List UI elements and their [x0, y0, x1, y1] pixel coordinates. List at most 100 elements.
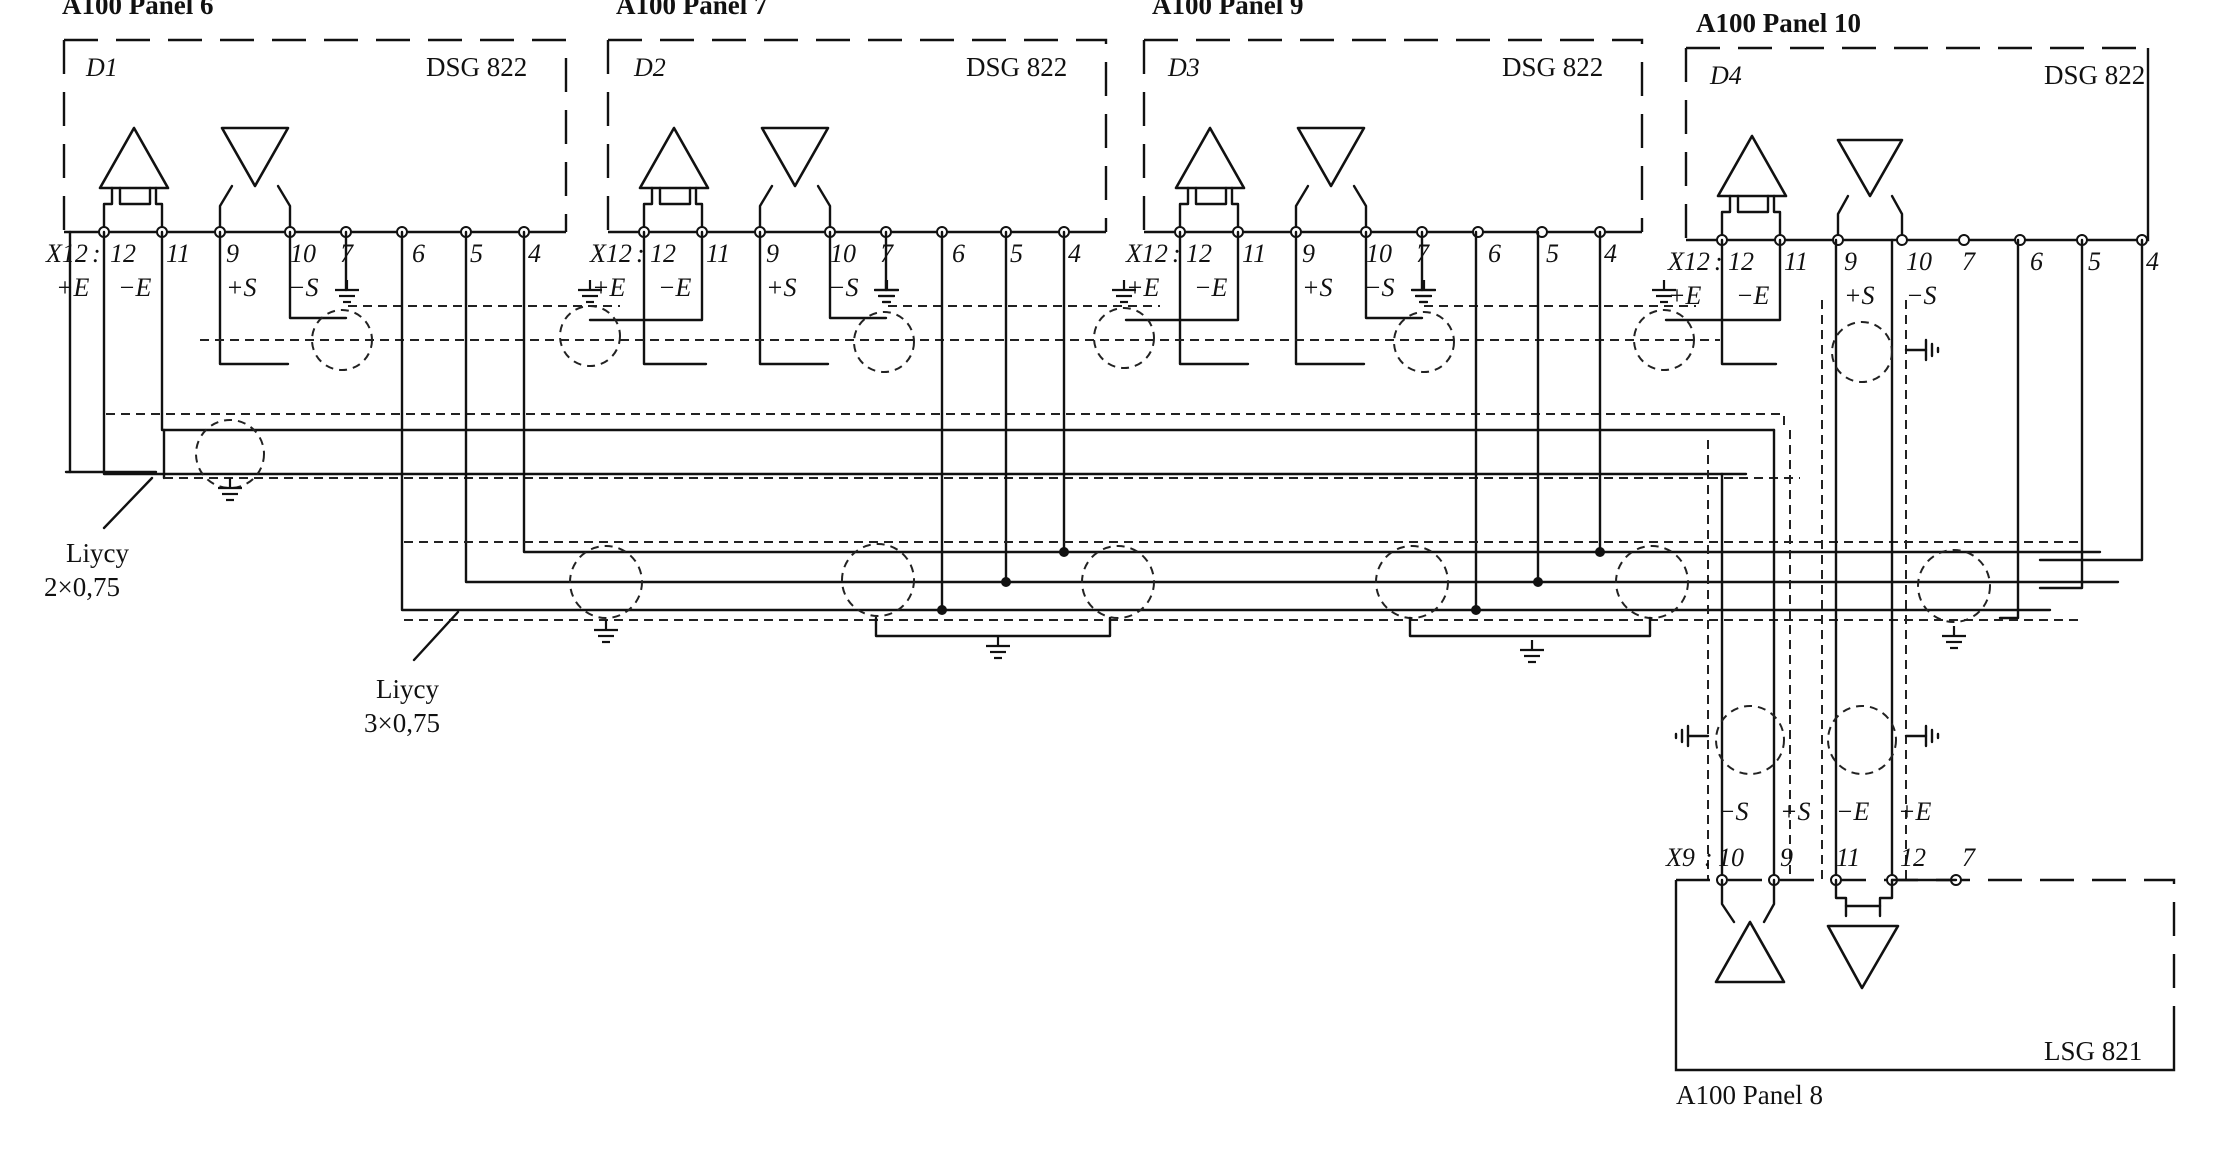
- panel-title: A100 Panel 10: [1696, 8, 1861, 38]
- lower-unit: −S +S −E +E X9 : 10 9 11 12 7 LSG 821 A1…: [1665, 797, 2176, 1110]
- device-label: D1: [85, 53, 118, 82]
- panel-title: A100 Panel 6: [62, 0, 214, 20]
- svg-text::: :: [1714, 247, 1723, 276]
- svg-text:11: 11: [1836, 843, 1860, 872]
- cable-label-2: Liycy: [376, 674, 439, 704]
- svg-text:6: 6: [2030, 247, 2043, 276]
- svg-text:5: 5: [2088, 247, 2101, 276]
- svg-text:+S: +S: [226, 273, 257, 302]
- svg-text:11: 11: [706, 239, 730, 268]
- device-type: DSG 822: [426, 52, 527, 82]
- svg-text:10: 10: [830, 239, 856, 268]
- svg-text:10: 10: [1906, 247, 1932, 276]
- panel-title: A100 Panel 8: [1676, 1080, 1823, 1110]
- svg-text:5: 5: [470, 239, 483, 268]
- shield-ring: [853, 311, 915, 373]
- shield-ring: [1827, 705, 1897, 775]
- shield-ring: [1615, 545, 1689, 619]
- svg-text:9: 9: [1844, 247, 1857, 276]
- cable-size-1: 2×0,75: [44, 572, 120, 602]
- connector-label: X12: [589, 239, 632, 268]
- module-d4: A100 Panel 10 D4 DSG 822 X12 : 12 11 9 1…: [1667, 8, 2159, 310]
- cable-labels: Liycy 2×0,75 Liycy 3×0,75: [44, 476, 460, 738]
- connector-label: X12: [1667, 247, 1710, 276]
- svg-text:+E: +E: [1668, 281, 1702, 310]
- panel-outline: [64, 38, 568, 232]
- svg-text:−E: −E: [1836, 797, 1870, 826]
- svg-text:12: 12: [650, 239, 676, 268]
- sensor-triangle-icon: [220, 126, 290, 188]
- svg-text:−S: −S: [288, 273, 319, 302]
- svg-text::: :: [1172, 239, 1181, 268]
- svg-text:9: 9: [1780, 843, 1793, 872]
- svg-text:+E: +E: [592, 273, 626, 302]
- svg-text:−S: −S: [1364, 273, 1395, 302]
- svg-text:10: 10: [290, 239, 316, 268]
- svg-text:9: 9: [1302, 239, 1315, 268]
- ground-icon: [1410, 278, 1438, 304]
- supply-triangle-icon: [1174, 126, 1246, 190]
- sensor-triangle-icon: [760, 126, 830, 188]
- svg-text:5: 5: [1546, 239, 1559, 268]
- svg-text:11: 11: [1784, 247, 1808, 276]
- shield-ring: [1831, 321, 1893, 383]
- svg-text:+E: +E: [1898, 797, 1932, 826]
- device-type: DSG 822: [966, 52, 1067, 82]
- signal-label: +E: [56, 273, 90, 302]
- svg-text:4: 4: [1604, 239, 1617, 268]
- svg-text::: :: [636, 239, 645, 268]
- cable-label-1: Liycy: [66, 538, 129, 568]
- panel-title: A100 Panel 7: [616, 0, 768, 20]
- ground-icon: [333, 278, 361, 304]
- svg-text:−E: −E: [658, 273, 692, 302]
- svg-text:12: 12: [1728, 247, 1754, 276]
- module-d2: A100 Panel 7 D2 DSG 822 X12 : 12 11 9 10…: [589, 0, 1160, 366]
- svg-text:+E: +E: [1126, 273, 1160, 302]
- shield-ring: [195, 419, 265, 489]
- svg-text::: :: [1704, 843, 1713, 872]
- panel-title: A100 Panel 9: [1152, 0, 1304, 20]
- svg-text:4: 4: [2146, 247, 2159, 276]
- module-d1: A100 Panel 6 D1 DSG 822 X12 : 12 11 9 10…: [45, 0, 620, 366]
- svg-text:9: 9: [226, 239, 239, 268]
- shield-ring: [1917, 549, 1991, 623]
- svg-text:+S: +S: [1780, 797, 1811, 826]
- module-d3: A100 Panel 9 D3 DSG 822 X12 : 12 11 9 10…: [1125, 0, 1696, 366]
- sensor-triangle-icon: [1836, 138, 1904, 198]
- shield-ring: [1093, 307, 1155, 369]
- svg-text:7: 7: [1962, 843, 1976, 872]
- supply-triangle-icon: [98, 126, 170, 190]
- svg-text:4: 4: [1068, 239, 1081, 268]
- signal-label: −S: [1718, 797, 1749, 826]
- svg-text:+S: +S: [766, 273, 797, 302]
- svg-text:10: 10: [1366, 239, 1392, 268]
- svg-text:−S: −S: [828, 273, 859, 302]
- supply-triangle-icon: [1716, 134, 1788, 198]
- connector-label: X12: [45, 239, 88, 268]
- device-type: DSG 822: [2044, 60, 2145, 90]
- svg-text:7: 7: [1962, 247, 1976, 276]
- device-label: D2: [633, 53, 666, 82]
- svg-text:11: 11: [1242, 239, 1266, 268]
- device-label: D4: [1709, 61, 1742, 90]
- supply-triangle-icon: [1826, 924, 1900, 990]
- signal-bus: [400, 230, 2144, 664]
- connector-label: X12: [1125, 239, 1168, 268]
- svg-text:9: 9: [766, 239, 779, 268]
- svg-text:+S: +S: [1844, 281, 1875, 310]
- ground-icon: [1940, 624, 1968, 650]
- supply-triangle-icon: [638, 126, 710, 190]
- svg-text:12: 12: [1186, 239, 1212, 268]
- ground-icon: [984, 634, 1012, 660]
- shield-ring: [1375, 545, 1449, 619]
- shield-ring: [1633, 309, 1695, 371]
- risers: [1674, 238, 1940, 882]
- svg-text:4: 4: [528, 239, 541, 268]
- supply-cable: [64, 230, 1800, 502]
- shield-ring: [569, 545, 643, 619]
- sensor-triangle-icon: [1296, 126, 1366, 188]
- shield-ring: [311, 309, 373, 371]
- connector-label: X9: [1665, 843, 1695, 872]
- svg-text:6: 6: [952, 239, 965, 268]
